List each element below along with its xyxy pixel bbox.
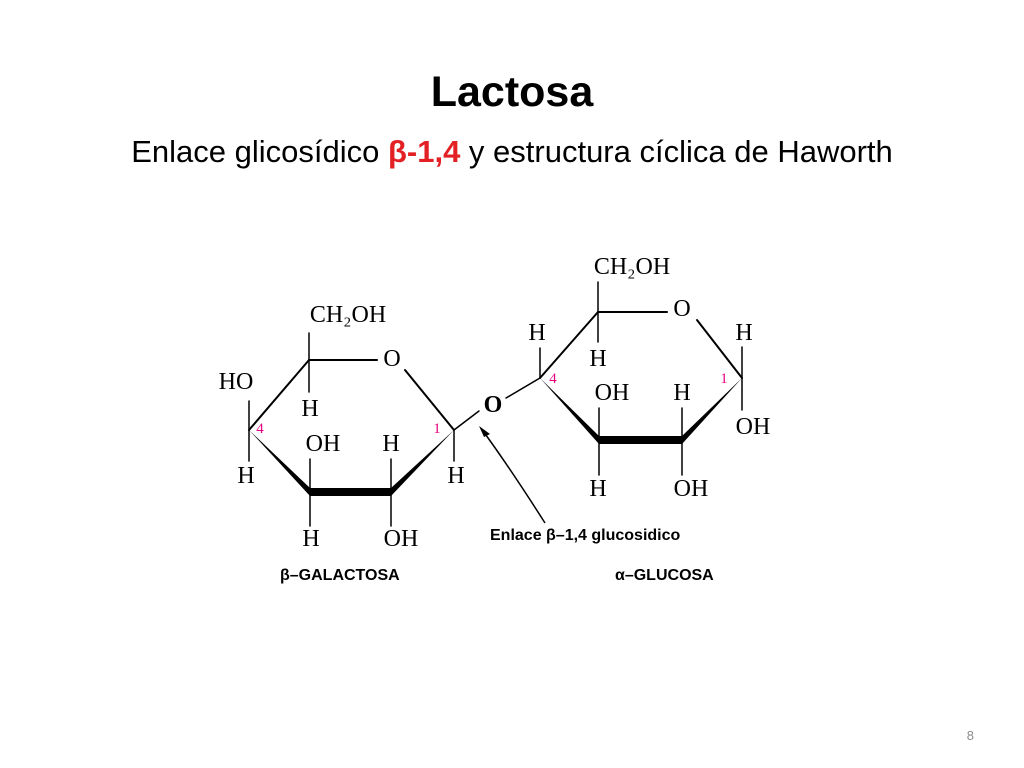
galactose-carbon-1: 1 [433, 421, 441, 437]
glucose-carbon-4: 4 [549, 371, 557, 387]
glucose-h-c1: H [735, 320, 752, 346]
glucose-oh-c3: OH [595, 380, 630, 406]
glucose-h-c2: H [673, 380, 690, 406]
glucose-carbon-1: 1 [720, 371, 728, 387]
glucose-h-c3: H [589, 476, 606, 502]
subtitle-text-end: y estructura cíclica de Haworth [460, 134, 893, 169]
glycosidic-oxygen: O [484, 392, 503, 418]
galactose-ring-bond-wedge [249, 430, 310, 496]
galactose-ch2oh-label: CH₂OH [310, 302, 386, 328]
glucose-ring-bond-wedge [540, 378, 599, 444]
galactose-ho-c4: HO [219, 369, 254, 395]
glycosidic-bond [453, 410, 480, 431]
galactose-oh-c3: OH [306, 431, 341, 457]
galactose-name: β–GALACTOSA [280, 567, 400, 584]
galactose-ring-bond [404, 369, 455, 431]
galactose-ring-bond-wedge [391, 430, 454, 496]
galactose-h-c1: H [447, 463, 464, 489]
galactose-h-c2: H [382, 431, 399, 457]
galactose-ring-oxygen: O [383, 346, 400, 372]
glucose-ring-bond-wedge [682, 378, 742, 444]
glycosidic-bond-label: Enlace β–1,4 glucosidico [490, 527, 681, 544]
glucose-ch2oh-label: CH₂OH [594, 254, 670, 280]
galactose-h-c5: H [301, 396, 318, 422]
galactose-ring [248, 332, 480, 527]
page-number: 8 [966, 728, 974, 743]
glucose-ring [505, 281, 743, 476]
bond-arrowhead [479, 426, 490, 437]
slide-subtitle: Enlace glicosídico β-1,4 y estructura cí… [0, 133, 1024, 171]
glucose-h-c4: H [528, 320, 545, 346]
galactose-oh-c2: OH [384, 526, 419, 552]
galactose-ring-bond [248, 359, 310, 431]
glucose-oh-c2: OH [674, 476, 709, 502]
glucose-h-c5: H [589, 346, 606, 372]
glucose-ring-bond [696, 319, 743, 379]
subtitle-text-start: Enlace glicosídico [131, 134, 388, 169]
galactose-carbon-4: 4 [256, 421, 264, 437]
glycosidic-bond [505, 377, 541, 399]
subtitle-bond-type: β-1,4 [387, 134, 461, 169]
glucose-oh-c1: OH [736, 414, 771, 440]
galactose-h-c4: H [237, 463, 254, 489]
slide-title: Lactosa [430, 68, 594, 116]
glucose-ring-bond [539, 311, 599, 379]
bond-arrow-line [482, 430, 546, 524]
glucose-ring-oxygen: O [673, 296, 690, 322]
galactose-h-c3: H [302, 526, 319, 552]
glucose-name: α–GLUCOSA [615, 567, 714, 584]
